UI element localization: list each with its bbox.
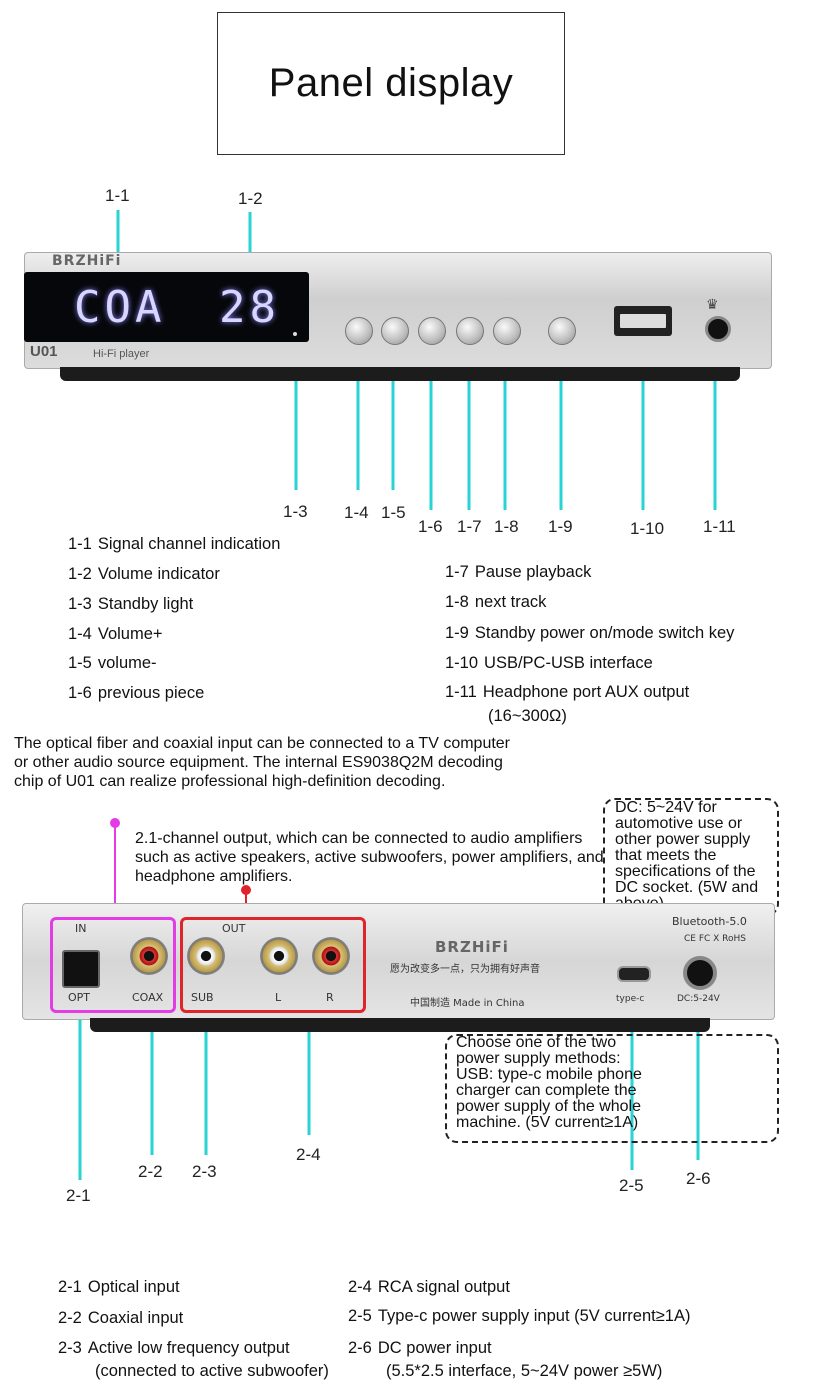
dc-label: DC:5-24V [677,994,720,1004]
sub-label: SUB [191,991,214,1004]
front-brand: BRZHiFi [52,253,122,269]
l-port[interactable] [260,937,298,975]
l-label: L [275,991,282,1004]
type-c-port[interactable] [617,966,651,982]
callout-2-5: 2-5 [619,1176,644,1195]
crown-icon: ♛ [706,296,719,312]
usb-port[interactable] [614,306,672,336]
page-title: Panel display [268,61,514,105]
model-label: U01 [30,343,58,360]
note-output: 2.1-channel output, which can be connect… [135,830,604,885]
opt-label: OPT [68,991,91,1004]
callout-1-4: 1-4 [344,503,369,522]
coax-label: COAX [132,991,164,1004]
legend-1-11-sub: (16~300Ω) [488,707,567,725]
sub-port[interactable] [187,937,225,975]
next-button[interactable] [493,317,521,345]
cert-label: CE FC X RoHS [684,934,747,944]
out-label: OUT [222,922,246,935]
pause-button[interactable] [456,317,484,345]
display-channel: COA [74,282,166,333]
rear-slogan: 愿为改变多一点，只为拥有好声音 [390,964,540,975]
front-panel-foot [60,367,740,381]
lcd-display: COA 28 [24,272,309,342]
input-group-box [50,917,176,1013]
callout-1-7: 1-7 [457,517,482,536]
in-label: IN [75,922,87,935]
callout-1-9: 1-9 [548,517,573,536]
legend-2-3-sub: (connected to active subwoofer) [95,1362,329,1380]
callout-1-11: 1-11 [703,517,736,536]
callout-1-3: 1-3 [283,502,308,521]
note-optical: The optical fiber and coaxial input can … [14,735,511,790]
legend-2-6-sub: (5.5*2.5 interface, 5~24V power ≥5W) [386,1362,663,1380]
headphone-jack[interactable] [705,316,731,342]
r-label: R [326,991,334,1004]
model-sub: Hi-Fi player [93,348,150,360]
callout-2-3: 2-3 [192,1162,217,1181]
dc-jack[interactable] [683,956,717,990]
note-dc: DC: 5~24V for automotive use or other po… [615,799,759,912]
callout-1-5: 1-5 [381,503,406,522]
callout-1-2: 1-2 [238,189,263,208]
callout-2-1: 2-1 [66,1186,91,1205]
r-port[interactable] [312,937,350,975]
callout-2-2: 2-2 [138,1162,163,1181]
volume-down-button[interactable] [381,317,409,345]
rear-panel-foot [90,1018,710,1032]
standby-button[interactable] [548,317,576,345]
usb-note-box [445,1034,779,1143]
rear-brand: BRZHiFi [435,938,509,956]
callout-1-8: 1-8 [494,517,519,536]
callout-1-10: 1-10 [630,519,665,538]
bluetooth-label: Bluetooth-5.0 [672,915,747,928]
coax-port[interactable] [130,937,168,975]
callout-2-4: 2-4 [296,1145,321,1164]
standby-light [293,332,297,336]
display-volume: 28 [219,282,280,333]
optical-port[interactable] [62,950,100,988]
callout-1-1: 1-1 [105,186,130,205]
callout-1-6: 1-6 [418,517,443,536]
output-group-box [180,917,366,1013]
previous-button[interactable] [418,317,446,345]
note-usb: Choose one of the two power supply metho… [456,1034,642,1131]
type-c-label: type-c [616,994,645,1004]
made-in-label: 中国制造 Made in China [410,998,525,1009]
title-box: Panel display [217,12,565,155]
callout-2-6: 2-6 [686,1169,711,1188]
volume-up-button[interactable] [345,317,373,345]
